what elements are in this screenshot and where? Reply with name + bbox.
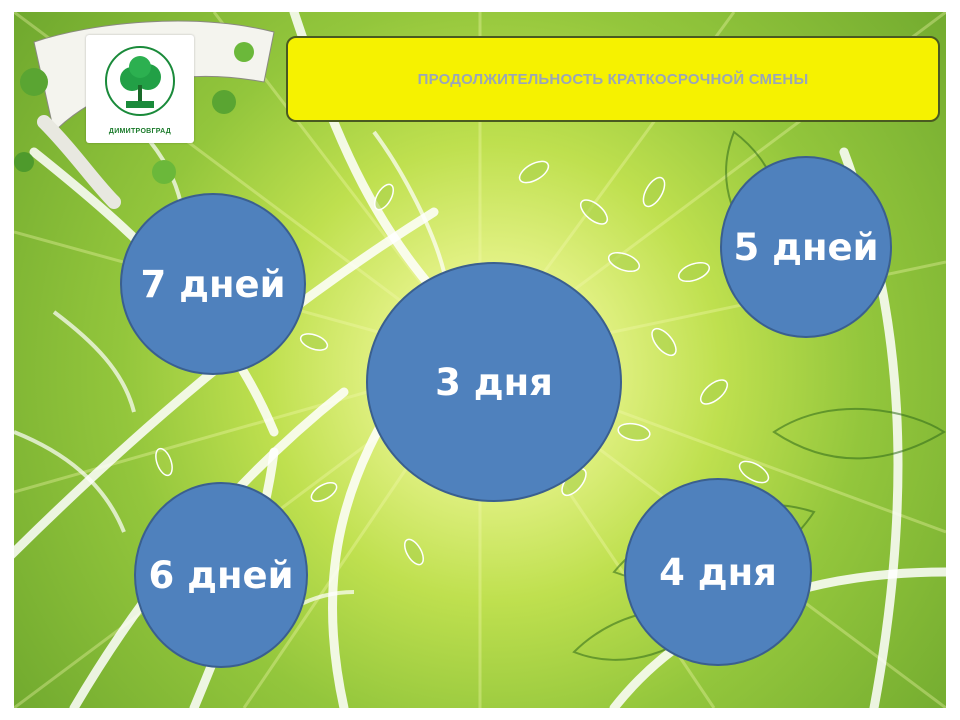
page-title: ПРОДОЛЖИТЕЛЬНОСТЬ КРАТКОСРОЧНОЙ СМЕНЫ (417, 70, 809, 88)
tree-logo-icon (105, 46, 175, 116)
title-banner: ПРОДОЛЖИТЕЛЬНОСТЬ КРАТКОСРОЧНОЙ СМЕНЫ (286, 36, 940, 122)
logo-city-label: ДИМИТРОВГРАД (108, 128, 172, 135)
duration-label: 5 дней (733, 225, 879, 269)
duration-label: 6 дней (148, 553, 294, 597)
duration-label: 4 дня (659, 550, 777, 594)
duration-circle-4-days: 4 дня (624, 478, 812, 666)
duration-circle-5-days: 5 дней (720, 156, 892, 338)
camp-logo: ДИМИТРОВГРАД (86, 35, 194, 143)
duration-circle-6-days: 6 дней (134, 482, 308, 668)
duration-circle-3-days: 3 дня (366, 262, 622, 502)
duration-label: 3 дня (435, 360, 553, 404)
slide-background: ДИМИТРОВГРАД ПРОДОЛЖИТЕЛЬНОСТЬ КРАТКОСРО… (14, 12, 946, 708)
duration-label: 7 дней (140, 262, 286, 306)
duration-circle-7-days: 7 дней (120, 193, 306, 375)
